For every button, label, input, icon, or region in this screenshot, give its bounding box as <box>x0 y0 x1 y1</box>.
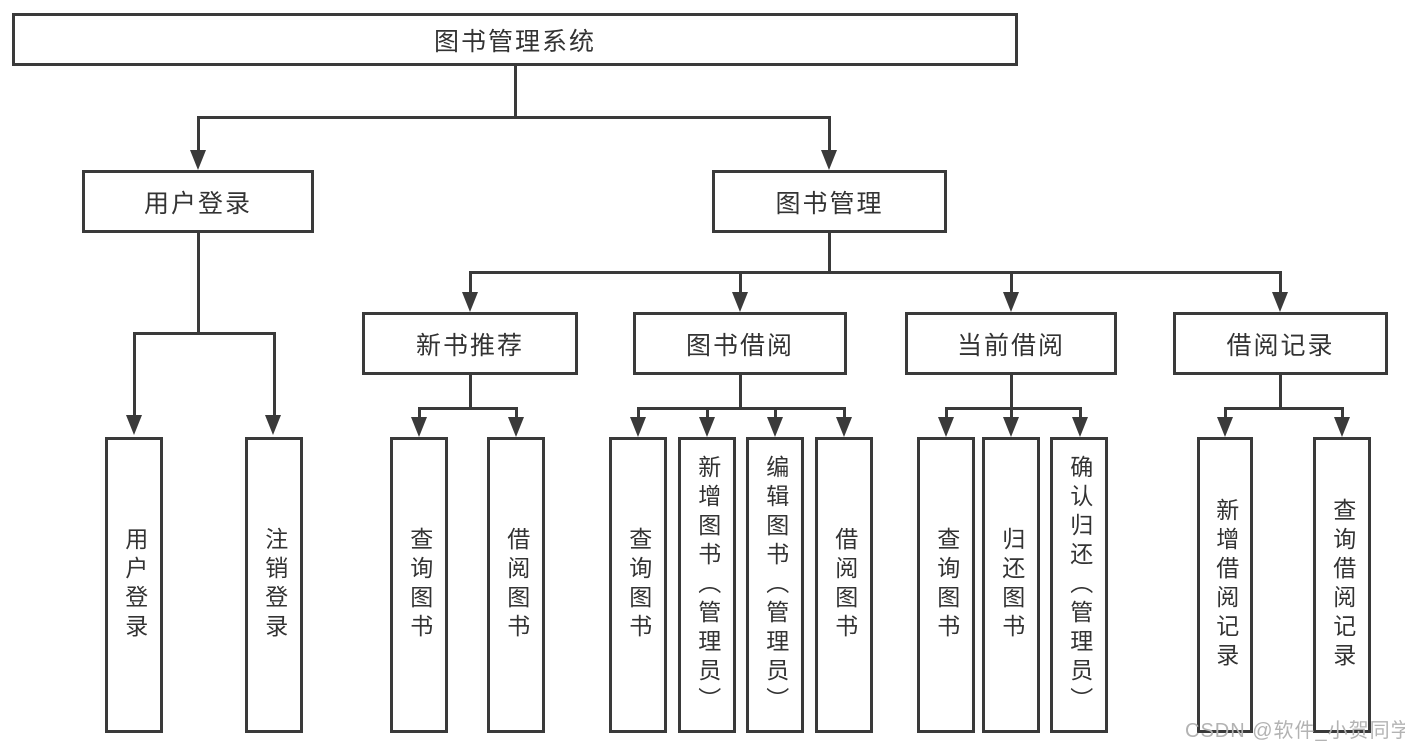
connector-line <box>469 375 472 409</box>
connector-line <box>418 407 421 418</box>
arrow-down-icon <box>265 415 281 435</box>
node-user-login: 用户登录 <box>82 170 314 233</box>
leaf-logout-label: 注销登录 <box>261 527 288 643</box>
connector-line <box>1010 375 1013 409</box>
leaf-query-books-recommend-label: 查询图书 <box>406 527 433 643</box>
node-current-borrowing-label: 当前借阅 <box>956 331 1065 360</box>
connector-line <box>514 66 517 118</box>
node-book-management: 图书管理 <box>712 170 947 233</box>
leaf-edit-books-admin-label: 编辑图书（管理员） <box>762 454 789 716</box>
connector-line <box>197 116 831 119</box>
connector-line <box>774 407 777 418</box>
leaf-return-books-label: 归还图书 <box>998 527 1025 643</box>
arrow-down-icon <box>1334 417 1350 437</box>
connector-line <box>637 407 846 410</box>
connector-line <box>1010 407 1013 418</box>
watermark: CSDN @软件_小贺同学 <box>1185 720 1405 742</box>
leaf-borrow-books-recommend: 借阅图书 <box>487 437 545 733</box>
node-user-login-label: 用户登录 <box>143 189 252 218</box>
arrow-down-icon <box>126 415 142 435</box>
connector-line <box>739 271 742 294</box>
node-root-label: 图书管理系统 <box>433 27 596 56</box>
leaf-query-borrow-record: 查询借阅记录 <box>1313 437 1371 733</box>
arrow-down-icon <box>630 417 646 437</box>
connector-line <box>1079 407 1082 418</box>
connector-line <box>843 407 846 418</box>
connector-line <box>1279 271 1282 294</box>
node-new-book-recommend: 新书推荐 <box>362 312 578 375</box>
connector-line <box>945 407 948 418</box>
arrow-down-icon <box>1003 292 1019 312</box>
arrow-down-icon <box>411 417 427 437</box>
arrow-down-icon <box>190 150 206 170</box>
leaf-user-login: 用户登录 <box>105 437 163 733</box>
connector-line <box>828 116 831 152</box>
connector-line <box>197 233 200 334</box>
arrow-down-icon <box>508 417 524 437</box>
node-borrowing-records-label: 借阅记录 <box>1226 331 1335 360</box>
connector-line <box>418 407 518 410</box>
arrow-down-icon <box>938 417 954 437</box>
connector-line <box>469 271 1282 274</box>
node-book-borrowing-label: 图书借阅 <box>685 331 794 360</box>
leaf-borrow-books-label: 借阅图书 <box>831 527 858 643</box>
connector-line <box>469 271 472 294</box>
arrow-down-icon <box>1217 417 1233 437</box>
connector-line <box>1224 407 1344 410</box>
connector-line <box>1224 407 1227 418</box>
node-book-management-label: 图书管理 <box>775 189 884 218</box>
node-current-borrowing: 当前借阅 <box>905 312 1117 375</box>
connector-line <box>133 332 276 335</box>
node-borrowing-records: 借阅记录 <box>1173 312 1388 375</box>
node-new-book-recommend-label: 新书推荐 <box>415 331 524 360</box>
leaf-query-books-borrowing-label: 查询图书 <box>625 527 652 643</box>
leaf-user-login-label: 用户登录 <box>121 527 148 643</box>
arrow-down-icon <box>1072 417 1088 437</box>
leaf-query-books-borrowing: 查询图书 <box>609 437 667 733</box>
arrow-down-icon <box>1272 292 1288 312</box>
leaf-borrow-books: 借阅图书 <box>815 437 873 733</box>
arrow-down-icon <box>462 292 478 312</box>
leaf-confirm-return-admin: 确认归还（管理员） <box>1050 437 1108 733</box>
leaf-edit-books-admin: 编辑图书（管理员） <box>746 437 804 733</box>
leaf-add-books-admin-label: 新增图书（管理员） <box>694 454 721 716</box>
leaf-query-books-current-label: 查询图书 <box>933 527 960 643</box>
leaf-query-books-recommend: 查询图书 <box>390 437 448 733</box>
leaf-return-books: 归还图书 <box>982 437 1040 733</box>
connector-line <box>637 407 640 418</box>
arrow-down-icon <box>1003 417 1019 437</box>
leaf-confirm-return-admin-label: 确认归还（管理员） <box>1066 454 1093 716</box>
leaf-logout: 注销登录 <box>245 437 303 733</box>
connector-line <box>706 407 709 418</box>
connector-line <box>739 375 742 409</box>
connector-line <box>197 116 200 152</box>
leaf-query-borrow-record-label: 查询借阅记录 <box>1329 498 1356 672</box>
arrow-down-icon <box>821 150 837 170</box>
connector-line <box>133 332 136 417</box>
connector-line <box>1010 271 1013 294</box>
connector-line <box>273 332 276 417</box>
connector-line <box>515 407 518 418</box>
node-book-borrowing: 图书借阅 <box>633 312 847 375</box>
leaf-query-books-current: 查询图书 <box>917 437 975 733</box>
arrow-down-icon <box>732 292 748 312</box>
connector-line <box>1279 375 1282 409</box>
connector-line <box>828 233 831 273</box>
connector-line <box>1341 407 1344 418</box>
leaf-add-borrow-record-label: 新增借阅记录 <box>1212 498 1239 672</box>
arrow-down-icon <box>699 417 715 437</box>
arrow-down-icon <box>836 417 852 437</box>
leaf-borrow-books-recommend-label: 借阅图书 <box>503 527 530 643</box>
arrow-down-icon <box>767 417 783 437</box>
node-root: 图书管理系统 <box>12 13 1018 66</box>
leaf-add-books-admin: 新增图书（管理员） <box>678 437 736 733</box>
leaf-add-borrow-record: 新增借阅记录 <box>1197 437 1253 733</box>
connector-line <box>945 407 1081 410</box>
